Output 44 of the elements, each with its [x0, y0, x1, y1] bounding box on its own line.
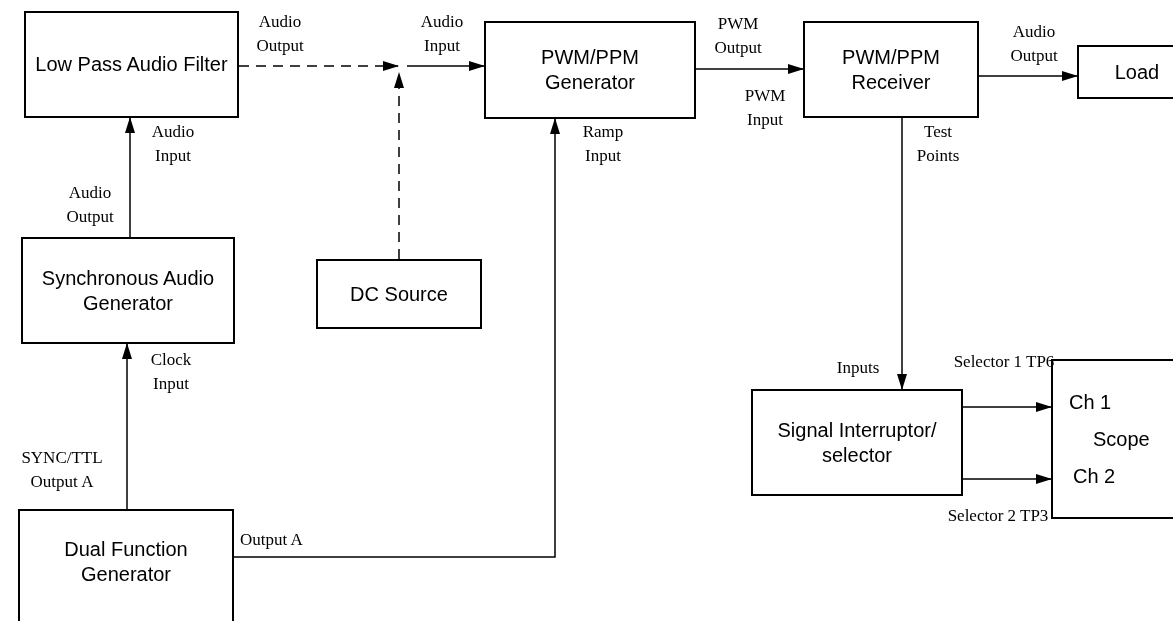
- block-label: Ch 1: [1069, 389, 1112, 415]
- arrow: [238, 61, 399, 71]
- arrow: [978, 71, 1078, 81]
- block-box: [751, 389, 963, 496]
- arrow: [962, 474, 1052, 484]
- port-label: Selector 2 TP3: [946, 505, 1050, 527]
- block-label: Dual Function Generator: [63, 537, 189, 587]
- arrow: [122, 343, 132, 510]
- arrow: [406, 61, 485, 71]
- port-label: Test Points: [915, 121, 961, 167]
- block-box: [484, 21, 696, 119]
- block-label: Scope: [1093, 426, 1150, 452]
- block-box: [24, 11, 239, 118]
- port-label: Inputs: [835, 357, 881, 379]
- port-label: Audio Output: [1009, 21, 1059, 67]
- arrow: [394, 72, 404, 260]
- block-label: Ch 2: [1073, 463, 1116, 489]
- port-label: Audio Output: [65, 182, 115, 228]
- block-label: Low Pass Audio Filter: [35, 52, 228, 77]
- block-label: DC Source: [350, 281, 448, 307]
- block-box: [21, 237, 235, 344]
- arrow: [233, 118, 560, 558]
- port-label: Output A: [240, 529, 304, 551]
- block-label: PWM/PPM Generator: [540, 45, 640, 95]
- port-label: Audio Input: [419, 11, 465, 57]
- arrow: [695, 64, 804, 74]
- port-label: PWM Output: [713, 13, 763, 59]
- block-label: Signal Interruptor/ selector: [776, 417, 938, 468]
- block-box: [316, 259, 482, 329]
- port-label: PWM Input: [743, 85, 787, 131]
- port-label: Clock Input: [149, 349, 193, 395]
- arrow: [125, 117, 135, 238]
- block-box: [803, 21, 979, 118]
- arrow: [962, 402, 1052, 412]
- port-label: Audio Input: [150, 121, 196, 167]
- port-label: SYNC/TTL Output A: [20, 447, 104, 493]
- block-box: [1077, 45, 1173, 99]
- port-label: Ramp Input: [581, 121, 625, 167]
- block-label: PWM/PPM Receiver: [841, 44, 941, 95]
- arrow: [897, 117, 907, 390]
- port-label: Audio Output: [255, 11, 305, 57]
- block-label: Synchronous Audio Generator: [40, 265, 216, 316]
- block-label: Load: [1114, 59, 1160, 85]
- block-box: [18, 509, 234, 621]
